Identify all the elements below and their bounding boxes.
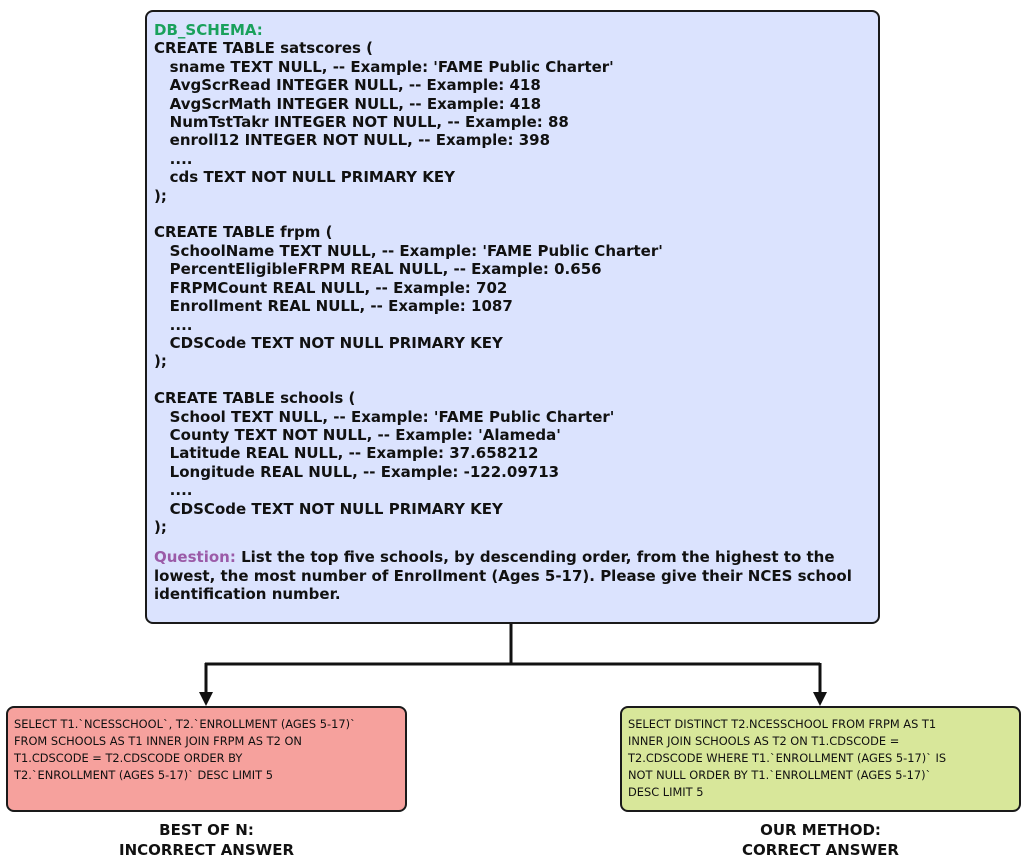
sql-line: SELECT T1.`NCESSCHOOL`, T2.`ENROLLMENT (… (14, 717, 356, 731)
schema-line: School TEXT NULL, -- Example: 'FAME Publ… (154, 407, 615, 426)
schema-line: sname TEXT NULL, -- Example: 'FAME Publi… (154, 57, 614, 76)
correct-sql: SELECT DISTINCT T2.NCESSCHOOL FROM FRPM … (628, 716, 1011, 801)
schema-label: DB_SCHEMA: (154, 21, 263, 39)
schema-line: CDSCode TEXT NOT NULL PRIMARY KEY (154, 333, 503, 352)
schema-line: FRPMCount REAL NULL, -- Example: 702 (154, 278, 508, 297)
schema-line: CDSCode TEXT NOT NULL PRIMARY KEY (154, 499, 503, 518)
schema-line: CREATE TABLE schools ( (154, 389, 356, 408)
arrowhead-right (813, 692, 827, 706)
schema-line: NumTstTakr INTEGER NOT NULL, -- Example:… (154, 113, 569, 132)
correct-title-line1: OUR METHOD: (760, 821, 881, 839)
schema-line: ); (154, 186, 167, 205)
schema-line: AvgScrMath INTEGER NULL, -- Example: 418 (154, 94, 542, 113)
schema-lines: CREATE TABLE satscores ( sname TEXT NULL… (154, 39, 871, 536)
arrowhead-left (199, 692, 213, 706)
sql-line: SELECT DISTINCT T2.NCESSCHOOL FROM FRPM … (628, 717, 937, 731)
question-label: Question: (154, 548, 236, 567)
sql-line: T2.CDSCODE WHERE T1.`ENROLLMENT (AGES 5-… (628, 751, 947, 765)
question-text: List the top five schools, by descending… (154, 548, 852, 604)
correct-answer-box: SELECT DISTINCT T2.NCESSCHOOL FROM FRPM … (620, 706, 1021, 812)
question: Question: List the top five schools, by … (154, 548, 871, 603)
incorrect-title-line1: BEST OF N: (159, 821, 254, 839)
correct-answer-title: OUR METHOD: CORRECT ANSWER (620, 820, 1021, 860)
sql-line: T1.CDSCODE = T2.CDSCODE ORDER BY (14, 751, 243, 765)
sql-line: FROM SCHOOLS AS T1 INNER JOIN FRPM AS T2… (14, 734, 302, 748)
incorrect-title-line2: INCORRECT ANSWER (118, 841, 294, 859)
schema-line: Enrollment REAL NULL, -- Example: 1087 (154, 297, 513, 316)
schema-line: .... (154, 315, 193, 334)
schema-line: PercentEligibleFRPM REAL NULL, -- Exampl… (154, 260, 602, 279)
schema-line: Longitude REAL NULL, -- Example: -122.09… (154, 462, 560, 481)
schema-line: .... (154, 481, 193, 500)
schema-line: ); (154, 517, 167, 536)
schema-line: CREATE TABLE satscores ( (154, 39, 374, 58)
sql-line: NOT NULL ORDER BY T1.`ENROLLMENT (AGES 5… (628, 768, 932, 782)
schema-line: .... (154, 149, 193, 168)
incorrect-answer-box: SELECT T1.`NCESSCHOOL`, T2.`ENROLLMENT (… (6, 706, 407, 812)
schema-line: County TEXT NOT NULL, -- Example: 'Alame… (154, 425, 561, 444)
sql-line: T2.`ENROLLMENT (AGES 5-17)` DESC LIMIT 5 (14, 768, 273, 782)
schema-line: cds TEXT NOT NULL PRIMARY KEY (154, 168, 455, 187)
schema-line: AvgScrRead INTEGER NULL, -- Example: 418 (154, 76, 541, 95)
schema-line: ); (154, 352, 167, 371)
schema-line: CREATE TABLE frpm ( (154, 223, 333, 242)
schema-box: DB_SCHEMA: CREATE TABLE satscores ( snam… (145, 10, 880, 624)
incorrect-answer-title: BEST OF N: INCORRECT ANSWER (6, 820, 407, 860)
schema-line: SchoolName TEXT NULL, -- Example: 'FAME … (154, 241, 663, 260)
schema-line: enroll12 INTEGER NOT NULL, -- Example: 3… (154, 131, 551, 150)
sql-line: INNER JOIN SCHOOLS AS T2 ON T1.CDSCODE = (628, 734, 900, 748)
schema-line: Latitude REAL NULL, -- Example: 37.65821… (154, 444, 539, 463)
correct-title-line2: CORRECT ANSWER (742, 841, 899, 859)
incorrect-sql: SELECT T1.`NCESSCHOOL`, T2.`ENROLLMENT (… (14, 716, 397, 784)
sql-line: DESC LIMIT 5 (628, 785, 704, 799)
